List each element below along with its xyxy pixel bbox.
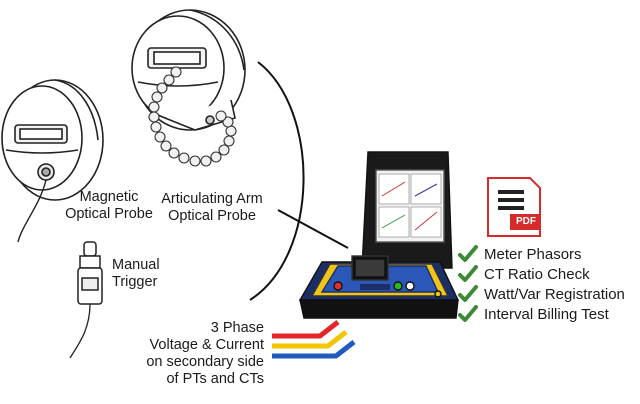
phase-input-label-line3: on secondary side <box>146 354 264 370</box>
connector-line <box>277 209 349 249</box>
magnetic-probe-label-line2: Optical Probe <box>65 206 153 222</box>
phase-blue-line <box>272 340 356 359</box>
articulating-arm-meter <box>131 9 246 131</box>
checklist-item: Watt/Var Registration <box>458 284 625 304</box>
magnetic-probe-label: Magnetic Optical Probe <box>64 189 154 223</box>
checklist-item: CT Ratio Check <box>458 264 590 284</box>
magnetic-probe-label-line1: Magnetic <box>79 189 139 205</box>
articulating-arm-segments <box>148 66 237 167</box>
manual-trigger-label: Manual Trigger <box>112 257 160 291</box>
phase-lines <box>272 320 356 359</box>
checklist-item: Interval Billing Test <box>458 304 609 324</box>
checkmark-icon <box>458 265 478 282</box>
grouping-arc <box>249 61 305 301</box>
checklist-item-label: Interval Billing Test <box>484 305 609 323</box>
checkmark-icon <box>458 245 478 262</box>
articulating-probe-label-line2: Optical Probe <box>168 208 256 224</box>
phase-input-label-line4: of PTs and CTs <box>166 371 264 387</box>
checklist-item: Meter Phasors <box>458 244 582 264</box>
phase-red-line <box>272 320 340 339</box>
pdf-icon <box>487 177 541 237</box>
checklist-item-label: Watt/Var Registration <box>484 285 625 303</box>
manual-trigger-label-line2: Trigger <box>112 274 158 290</box>
test-device <box>298 151 460 319</box>
articulating-probe-label: Articulating Arm Optical Probe <box>150 191 274 225</box>
manual-trigger <box>69 241 103 359</box>
magnetic-probe-meter <box>1 79 104 243</box>
checklist-item-label: CT Ratio Check <box>484 265 590 283</box>
pdf-badge-label: PDF <box>516 216 536 227</box>
checklist-item-label: Meter Phasors <box>484 245 582 263</box>
phase-input-label-line1: 3 Phase <box>210 320 264 336</box>
phase-input-label-line2: Voltage & Current <box>149 337 264 353</box>
checkmark-icon <box>458 305 478 322</box>
phase-yellow-line <box>272 330 348 349</box>
phase-input-label: 3 Phase Voltage & Current on secondary s… <box>134 320 264 388</box>
checkmark-icon <box>458 285 478 302</box>
articulating-probe-label-line1: Articulating Arm <box>161 191 263 207</box>
manual-trigger-label-line1: Manual <box>112 257 160 273</box>
